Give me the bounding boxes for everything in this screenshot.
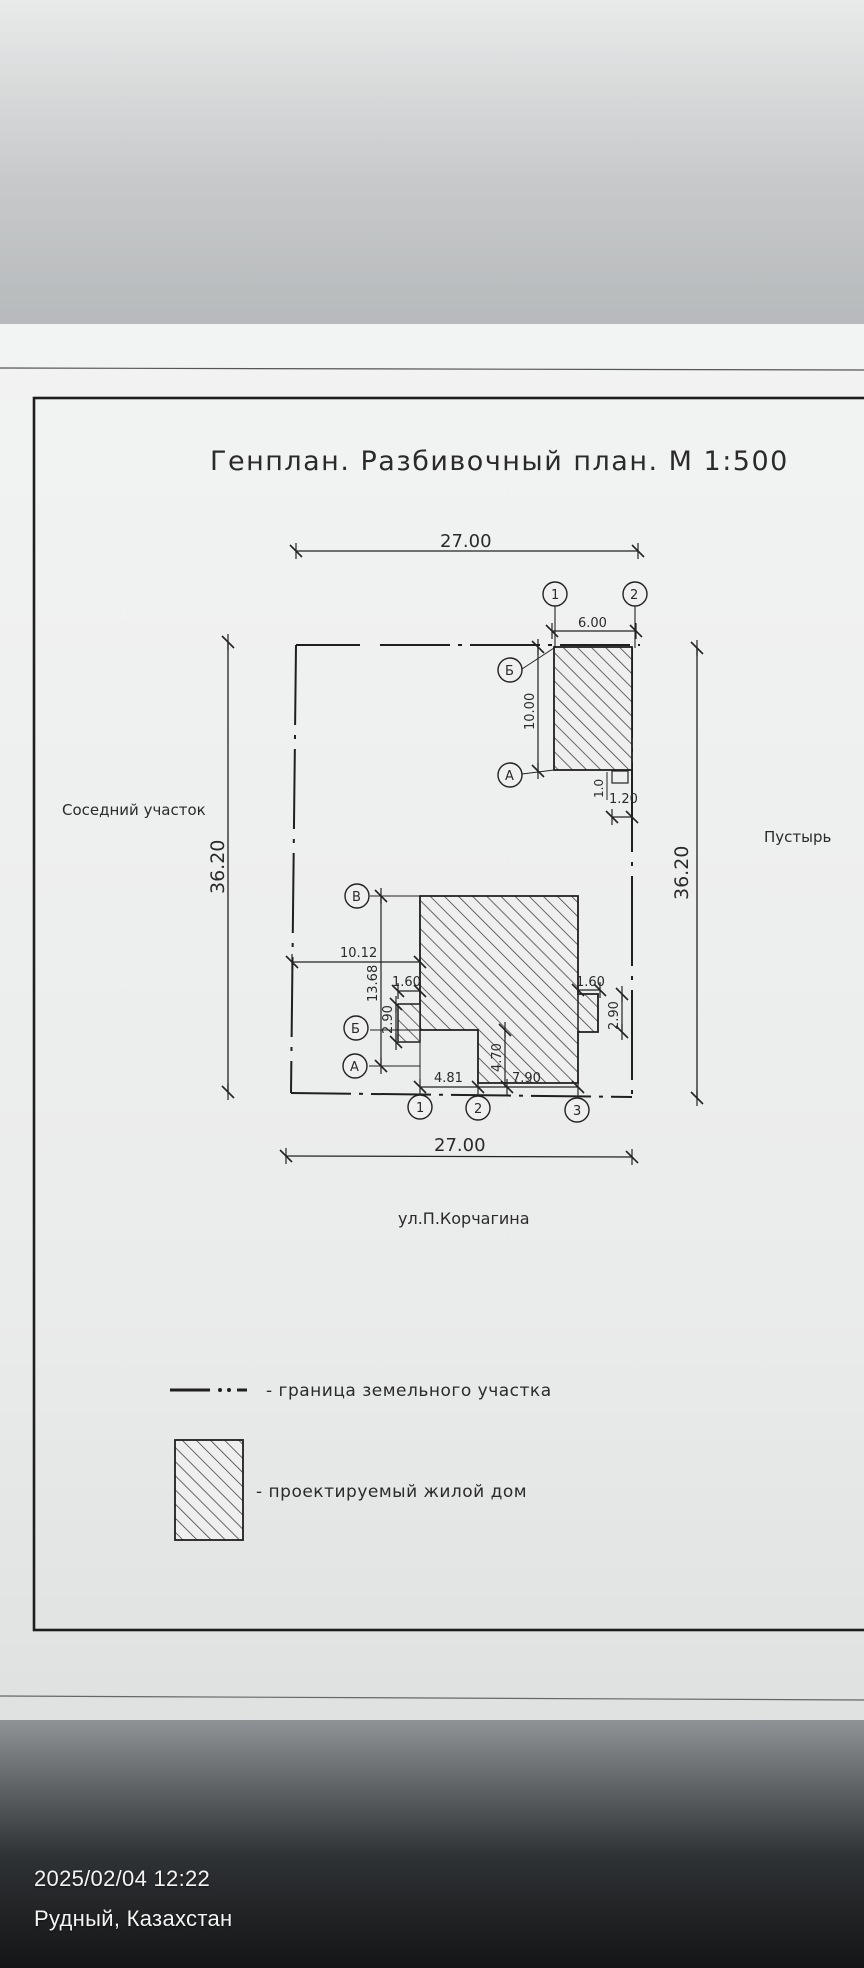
svg-text:10.12: 10.12 (340, 946, 377, 961)
dim-right-height: 36.20 (671, 639, 704, 1107)
svg-text:27.00: 27.00 (434, 1135, 486, 1156)
dim-upper-offset-small: 1.0 (592, 772, 608, 800)
axis-upper-A: А (497, 762, 555, 788)
dim-upper-house-width: 6.00 (545, 616, 643, 640)
axis-lower-V: В (344, 883, 420, 909)
svg-text:3: 3 (573, 1104, 581, 1119)
background-top (0, 0, 864, 330)
dim-main-left-offset: 10.12 (285, 946, 427, 971)
drawing-frame (32, 396, 864, 1632)
svg-text:13.68: 13.68 (366, 965, 381, 1002)
main-house (419, 895, 599, 1084)
svg-text:1.60: 1.60 (576, 975, 605, 990)
dim-bottom-segments: 4.81 7.90 (413, 1071, 585, 1096)
svg-text:1: 1 (551, 588, 559, 603)
background-bottom (0, 1720, 864, 1968)
sheet-top-line (0, 367, 864, 371)
svg-text:27.00: 27.00 (440, 531, 492, 552)
svg-text:10.00: 10.00 (523, 693, 538, 730)
legend-boundary: - граница земельного участка (170, 1381, 552, 1401)
svg-text:1.60: 1.60 (392, 975, 421, 990)
upper-house (553, 646, 633, 771)
svg-text:7.90: 7.90 (512, 1071, 541, 1086)
label-neighbor-plot: Соседний участок (62, 801, 206, 819)
dim-left-notch-height: 2.90 (381, 995, 403, 1051)
dim-upper-house-height: 10.00 (523, 638, 545, 780)
svg-text:В: В (352, 890, 361, 905)
photo-timestamp: 2025/02/04 12:22 (34, 1866, 211, 1891)
svg-text:А: А (350, 1060, 359, 1075)
upper-house-marker (611, 770, 629, 784)
plan-title: Генплан. Разбивочный план. М 1:500 (210, 446, 789, 477)
dim-left-height: 36.20 (207, 633, 235, 1101)
axis-lower-A: А (342, 1053, 420, 1079)
dim-notch-depth: 4.70 (490, 1021, 512, 1087)
axis-upper-1: 1 (542, 581, 568, 648)
dim-bottom-width: 27.00 (279, 1135, 639, 1166)
main-house-left-annex (397, 1003, 421, 1043)
axis-upper-B: Б (497, 647, 555, 683)
svg-text:2: 2 (630, 588, 638, 603)
svg-text:6.00: 6.00 (578, 616, 607, 631)
svg-text:2: 2 (474, 1102, 482, 1117)
label-wasteland: Пустырь (764, 828, 831, 846)
axis-lower-1: 1 (407, 1030, 433, 1120)
svg-text:- проектируемый жилой дом: - проектируемый жилой дом (256, 1482, 527, 1502)
axis-lower-B: Б (343, 1015, 420, 1041)
svg-text:4.81: 4.81 (434, 1071, 463, 1086)
svg-text:36.20: 36.20 (671, 846, 693, 900)
svg-text:Б: Б (351, 1022, 360, 1037)
photo-location: Рудный, Казахстан (34, 1906, 233, 1931)
svg-text:1.0: 1.0 (592, 779, 606, 798)
sheet-bottom-line (0, 1695, 864, 1701)
dim-upper-offset-right: 1.20 (605, 792, 639, 826)
svg-text:2.90: 2.90 (381, 1005, 396, 1034)
svg-text:- граница земельного участка: - граница земельного участка (266, 1381, 552, 1401)
svg-text:2.90: 2.90 (607, 1001, 622, 1030)
label-street: ул.П.Корчагина (398, 1209, 530, 1228)
dim-right-porch-width: 1.60 (571, 975, 607, 999)
dim-top-width: 27.00 (289, 531, 645, 560)
svg-text:А: А (505, 769, 514, 784)
legend-house: - проектируемый жилой дом (174, 1439, 527, 1541)
dim-right-porch-height: 2.90 (607, 985, 629, 1041)
axis-lower-3: 3 (564, 1083, 590, 1123)
svg-text:Б: Б (505, 664, 514, 679)
dim-main-height: 13.68 (366, 887, 388, 1075)
svg-text:1: 1 (416, 1101, 424, 1116)
dim-left-notch-width: 1.60 (391, 975, 427, 1000)
svg-text:4.70: 4.70 (490, 1043, 505, 1072)
axis-upper-2: 2 (622, 581, 648, 648)
svg-text:36.20: 36.20 (207, 840, 229, 894)
svg-text:1.20: 1.20 (609, 792, 638, 807)
